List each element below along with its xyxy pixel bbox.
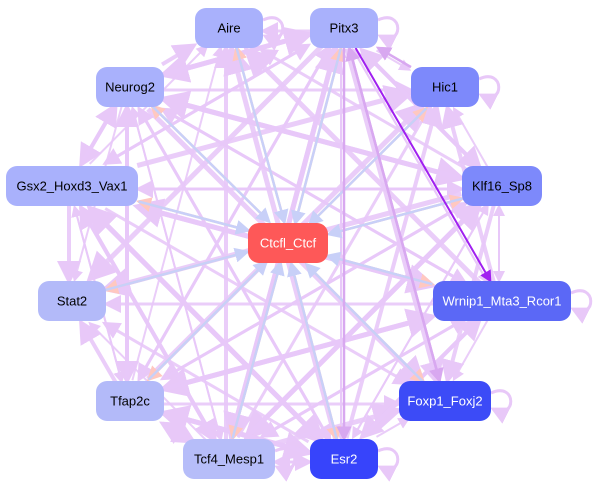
node-aire[interactable]: Aire [195, 8, 263, 48]
edge-Aire-to-Ctcfl_Ctcf [235, 47, 289, 225]
edge-Pitx3-to-Wrnip1_Mta3_Rcor1 [354, 47, 492, 283]
node-box [6, 166, 138, 206]
node-box [195, 8, 263, 48]
node-box [462, 166, 542, 206]
edge-Tcf4_Mesp1-to-Gsx2_Hoxd3_Vax1 [78, 204, 217, 442]
node-tfap2c[interactable]: Tfap2c [96, 381, 164, 421]
self-loop-Esr2 [377, 447, 400, 482]
edge-Tcf4_Mesp1-to-Neurog2 [129, 105, 222, 441]
edge-Foxp1_Foxj2-to-Pitx3 [345, 45, 441, 382]
edge-Neurog2-to-Aire [160, 43, 198, 67]
edge-Klf16_Sp8-to-Aire [258, 48, 467, 170]
edge-Esr2-to-Ctcfl_Ctcf [287, 261, 339, 440]
edge-Pitx3-to-Ctcfl_Ctcf [291, 48, 342, 226]
node-pitx3[interactable]: Pitx3 [310, 8, 378, 48]
edge-Esr2-to-Gsx2_Hoxd3_Vax1 [86, 204, 324, 443]
node-label: Pitx3 [330, 21, 359, 36]
node-label: Hic1 [432, 80, 458, 95]
edge-Tcf4_Mesp1-to-Tfap2c [159, 421, 195, 444]
node-box [310, 8, 378, 48]
edge-Gsx2_Hoxd3_Vax1-to-Ctcfl_Ctcf [138, 200, 251, 235]
self-loop-Aire [262, 16, 285, 51]
edge-Gsx2_Hoxd3_Vax1-to-Foxp1_Foxj2 [104, 207, 412, 386]
node-foxp1_foxj2[interactable]: Foxp1_Foxj2 [399, 381, 491, 421]
edge-Tfap2c-to-Ctcfl_Ctcf [147, 259, 269, 381]
node-box [248, 223, 328, 263]
node-gsx2_hoxd3_vax1[interactable]: Gsx2_Hoxd3_Vax1 [6, 166, 138, 206]
highlighted-edges-layer [103, 45, 492, 442]
edge-Tfap2c-to-Stat2 [78, 319, 118, 384]
self-loop-Hic1 [478, 75, 501, 110]
edge-Tcf4_Mesp1-to-Ctcfl_Ctcf [231, 260, 285, 439]
edge-Stat2-to-Ctcfl_Ctcf [105, 247, 250, 292]
node-wrnip1_mta3_rcor1[interactable]: Wrnip1_Mta3_Rcor1 [433, 281, 571, 321]
node-esr2[interactable]: Esr2 [310, 439, 378, 479]
node-stat2[interactable]: Stat2 [38, 281, 106, 321]
node-label: Gsx2_Hoxd3_Vax1 [16, 179, 127, 194]
node-klf16_sp8[interactable]: Klf16_Sp8 [462, 166, 542, 206]
edge-Tfap2c-to-Pitx3 [137, 43, 332, 381]
self-loop-edges-layer [262, 16, 593, 482]
node-label: Wrnip1_Mta3_Rcor1 [443, 294, 562, 309]
node-box [96, 381, 164, 421]
edge-Wrnip1_Mta3_Rcor1-to-Neurog2 [159, 107, 467, 285]
edge-Gsx2_Hoxd3_Vax1-to-Neurog2 [79, 102, 118, 166]
node-hic1[interactable]: Hic1 [411, 67, 479, 107]
node-box [183, 439, 275, 479]
node-box [399, 381, 491, 421]
edge-Foxp1_Foxj2-to-Ctcfl_Ctcf [304, 262, 425, 384]
node-ctcfl_ctcf[interactable]: Ctcfl_Ctcf [248, 223, 328, 263]
node-label: Tfap2c [110, 394, 150, 409]
node-label: Ctcfl_Ctcf [260, 236, 317, 251]
node-box [38, 281, 106, 321]
edge-Esr2-to-Stat2 [101, 321, 310, 444]
edge-Neurog2-to-Ctcfl_Ctcf [150, 104, 271, 224]
node-box [411, 67, 479, 107]
edge-Hic1-to-Ctcfl_Ctcf [307, 107, 428, 227]
node-label: Aire [217, 21, 240, 36]
edge-Esr2-to-Neurog2 [137, 105, 332, 442]
edge-Pitx3-to-Hic1 [375, 49, 412, 71]
node-label: Neurog2 [105, 80, 155, 95]
self-loop-Wrnip1_Mta3_Rcor1 [570, 289, 593, 324]
node-box [310, 439, 378, 479]
edge-Tcf4_Mesp1-to-Hic1 [236, 102, 433, 439]
edge-Tfap2c-to-Wrnip1_Mta3_Rcor1 [162, 308, 438, 392]
edge-Hic1-to-Pitx3 [375, 46, 412, 69]
node-label: Tcf4_Mesp1 [194, 452, 264, 467]
node-label: Stat2 [57, 294, 87, 309]
edge-Tfap2c-to-Klf16_Sp8 [161, 201, 469, 381]
self-loop-Tcf4_Mesp1 [274, 447, 297, 482]
self-loop-Pitx3 [377, 16, 400, 51]
edge-Esr2-to-Foxp1_Foxj2 [376, 417, 411, 438]
node-label: Foxp1_Foxj2 [407, 394, 482, 409]
node-label: Esr2 [331, 452, 358, 467]
node-label: Klf16_Sp8 [472, 179, 532, 194]
edge-Esr2-to-Klf16_Sp8 [352, 202, 489, 438]
node-tcf4_mesp1[interactable]: Tcf4_Mesp1 [183, 439, 275, 479]
node-neurog2[interactable]: Neurog2 [96, 67, 164, 107]
node-box [96, 67, 164, 107]
node-box [433, 281, 571, 321]
self-loop-Foxp1_Foxj2 [490, 389, 513, 424]
